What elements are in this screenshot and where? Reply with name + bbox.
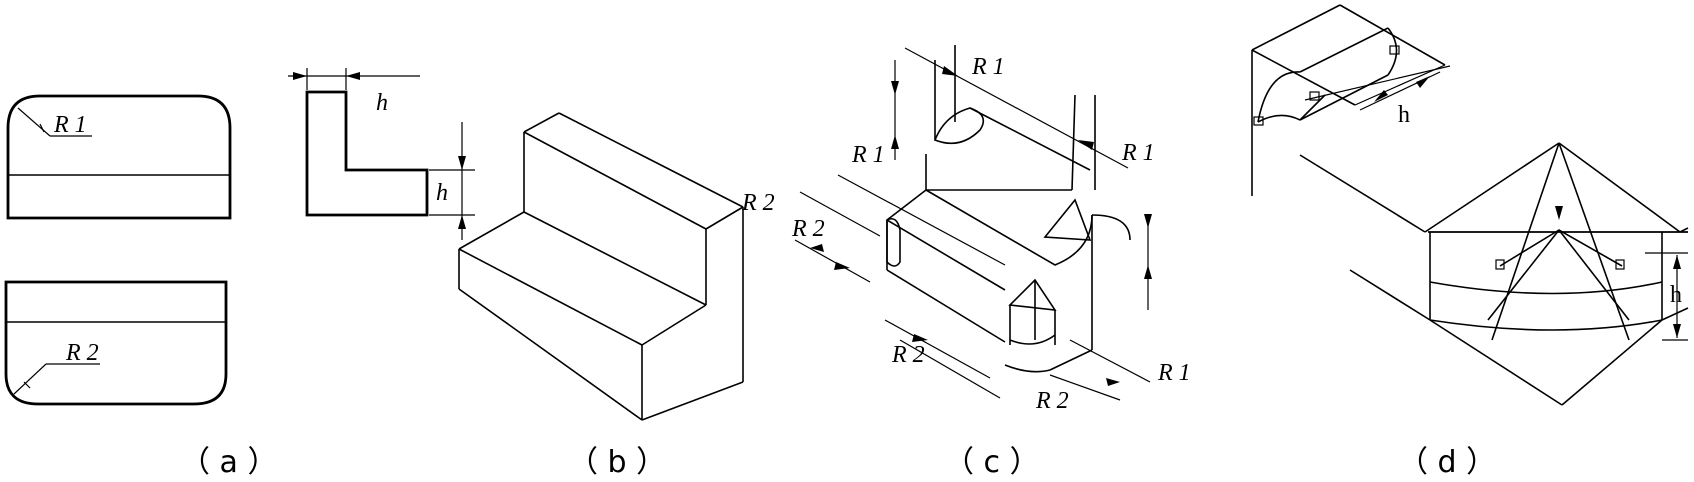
caption-a: （ a ） [180, 445, 277, 480]
r1-label-left: R 1 [851, 142, 885, 168]
corner-cone [1043, 94, 1131, 241]
h-side-arrow-bottom [458, 215, 466, 229]
l-profile-outline [305, 90, 429, 217]
panel-c: R 1 R 1 R 1 R 1 R 2 R 2 R 2 R 2 （ c ） [741, 45, 1191, 480]
caption-c: （ c ） [944, 445, 1040, 480]
h-top-label: h [376, 90, 388, 116]
caption-b: （ b ） [568, 445, 666, 480]
left-round-sketch [886, 217, 901, 267]
r2-label-bottom: R 2 [891, 342, 925, 368]
dimension-lines [794, 47, 1152, 401]
h-label-lower: h [1670, 282, 1682, 308]
h-label-upper: h [1398, 102, 1410, 128]
r1-label-bottom-right: R 1 [1157, 360, 1191, 386]
panel-b: h h （ b ） [288, 68, 744, 480]
r1-label-right: R 1 [1121, 140, 1155, 166]
isometric-l-block [458, 112, 744, 421]
rounded-bottom-block-outline [4, 280, 228, 406]
r2-label-bottom-right: R 2 [1035, 388, 1069, 414]
panel-d: h [1251, 4, 1689, 480]
r1-leader-diagonal [17, 107, 51, 137]
r1-label: R 1 [53, 112, 87, 138]
r1-leader-tick [39, 123, 45, 133]
rounded-top-block-outline [6, 94, 232, 220]
r2-leader-tick [23, 381, 31, 389]
h-side-arrow-top [458, 156, 466, 170]
bottom-cone [1008, 278, 1057, 345]
h-side-label: h [436, 180, 448, 206]
caption-d: （ d ） [1398, 445, 1496, 480]
h-top-arrow-left [293, 72, 307, 80]
r1-label-top: R 1 [971, 54, 1005, 80]
lower-corner-sketch [1299, 142, 1689, 406]
upper-corner-sketch [1251, 4, 1451, 196]
top-round-sketch [933, 45, 1091, 171]
panel-a: R 1 R 2 （ a ） [4, 94, 277, 480]
r2-label-left: R 2 [791, 216, 825, 242]
r2-label: R 2 [65, 340, 99, 366]
r2-leader-diagonal [13, 363, 47, 395]
r2-label-far-left: R 2 [741, 190, 775, 216]
h-top-arrow-right [346, 72, 360, 80]
